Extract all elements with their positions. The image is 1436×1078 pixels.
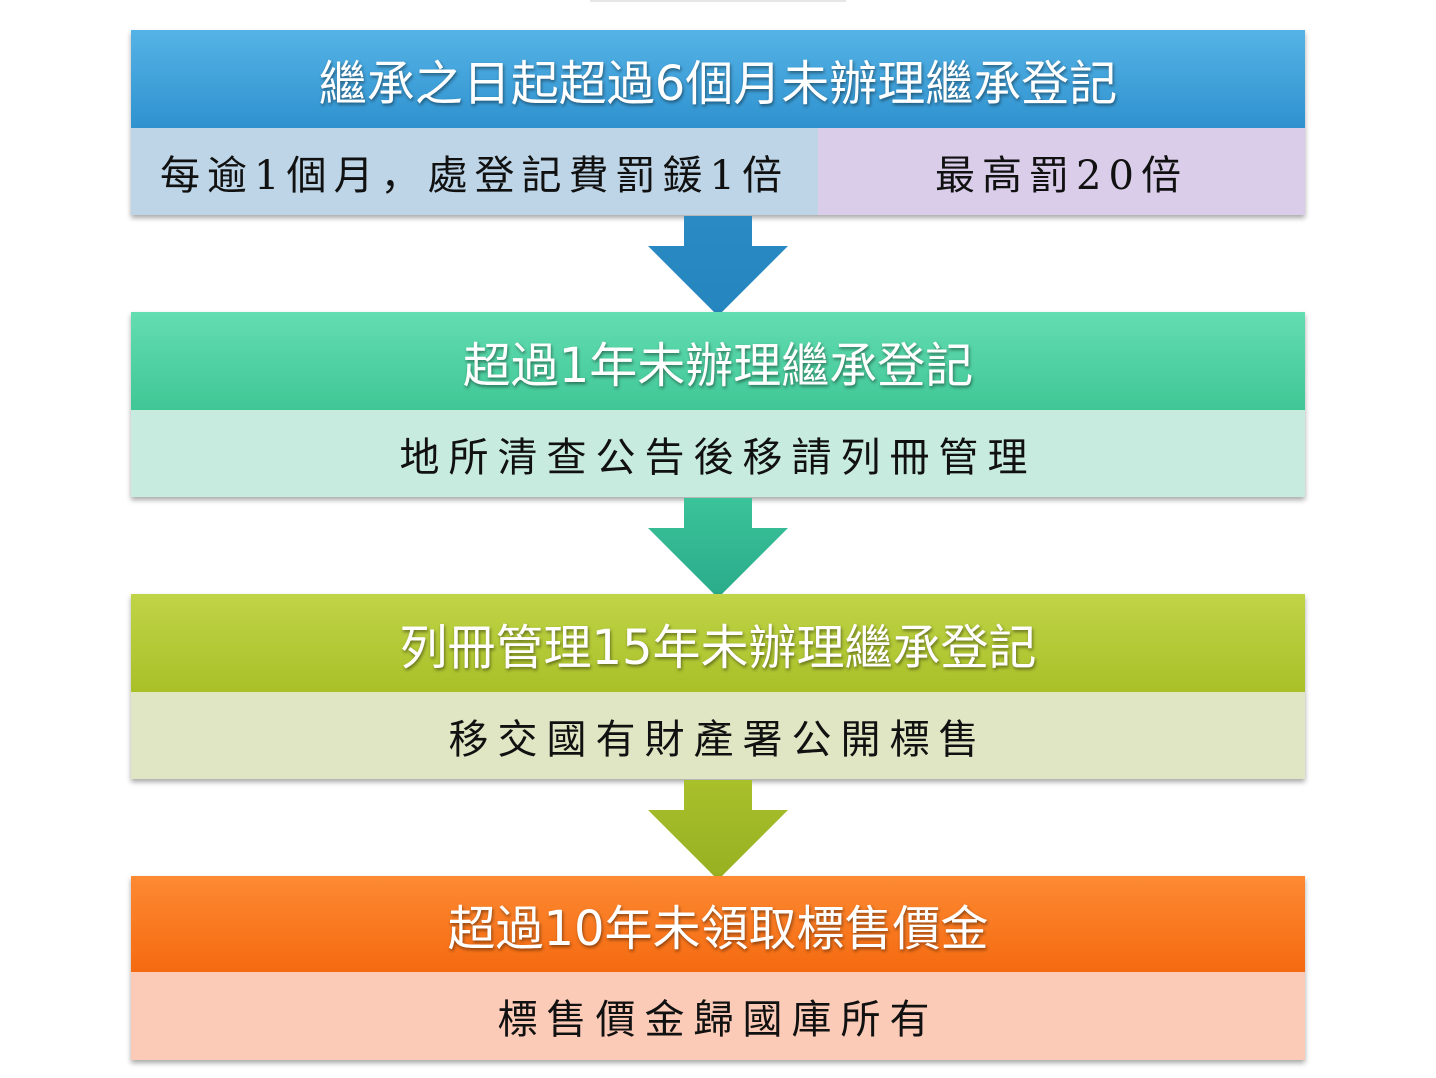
stage-2-title: 超過1年未辦理繼承登記 <box>131 312 1305 410</box>
stage-1-title: 繼承之日起超過6個月未辦理繼承登記 <box>131 30 1305 128</box>
stage-1-detail-right: 最高罰20倍 <box>818 128 1305 215</box>
stage-3-detail: 移交國有財產署公開標售 <box>131 692 1305 779</box>
stage-3-title: 列冊管理15年未辦理繼承登記 <box>131 594 1305 692</box>
stage-2-detail: 地所清查公告後移請列冊管理 <box>131 410 1305 497</box>
arrow-down-icon <box>648 216 788 316</box>
stage-1-detail-row: 每逾1個月，處登記費罰鍰1倍 最高罰20倍 <box>131 128 1305 215</box>
stage-4-title: 超過10年未領取標售價金 <box>131 876 1305 972</box>
arrow-down-icon <box>648 780 788 880</box>
stage-1-block: 繼承之日起超過6個月未辦理繼承登記 每逾1個月，處登記費罰鍰1倍 最高罰20倍 <box>131 30 1305 215</box>
stage-4-detail: 標售價金歸國庫所有 <box>131 972 1305 1060</box>
arrow-down-icon <box>648 498 788 598</box>
top-divider <box>590 0 846 2</box>
stage-4-block: 超過10年未領取標售價金 標售價金歸國庫所有 <box>131 876 1305 1060</box>
stage-1-detail-left: 每逾1個月，處登記費罰鍰1倍 <box>131 128 818 215</box>
stage-2-block: 超過1年未辦理繼承登記 地所清查公告後移請列冊管理 <box>131 312 1305 497</box>
stage-3-block: 列冊管理15年未辦理繼承登記 移交國有財產署公開標售 <box>131 594 1305 779</box>
